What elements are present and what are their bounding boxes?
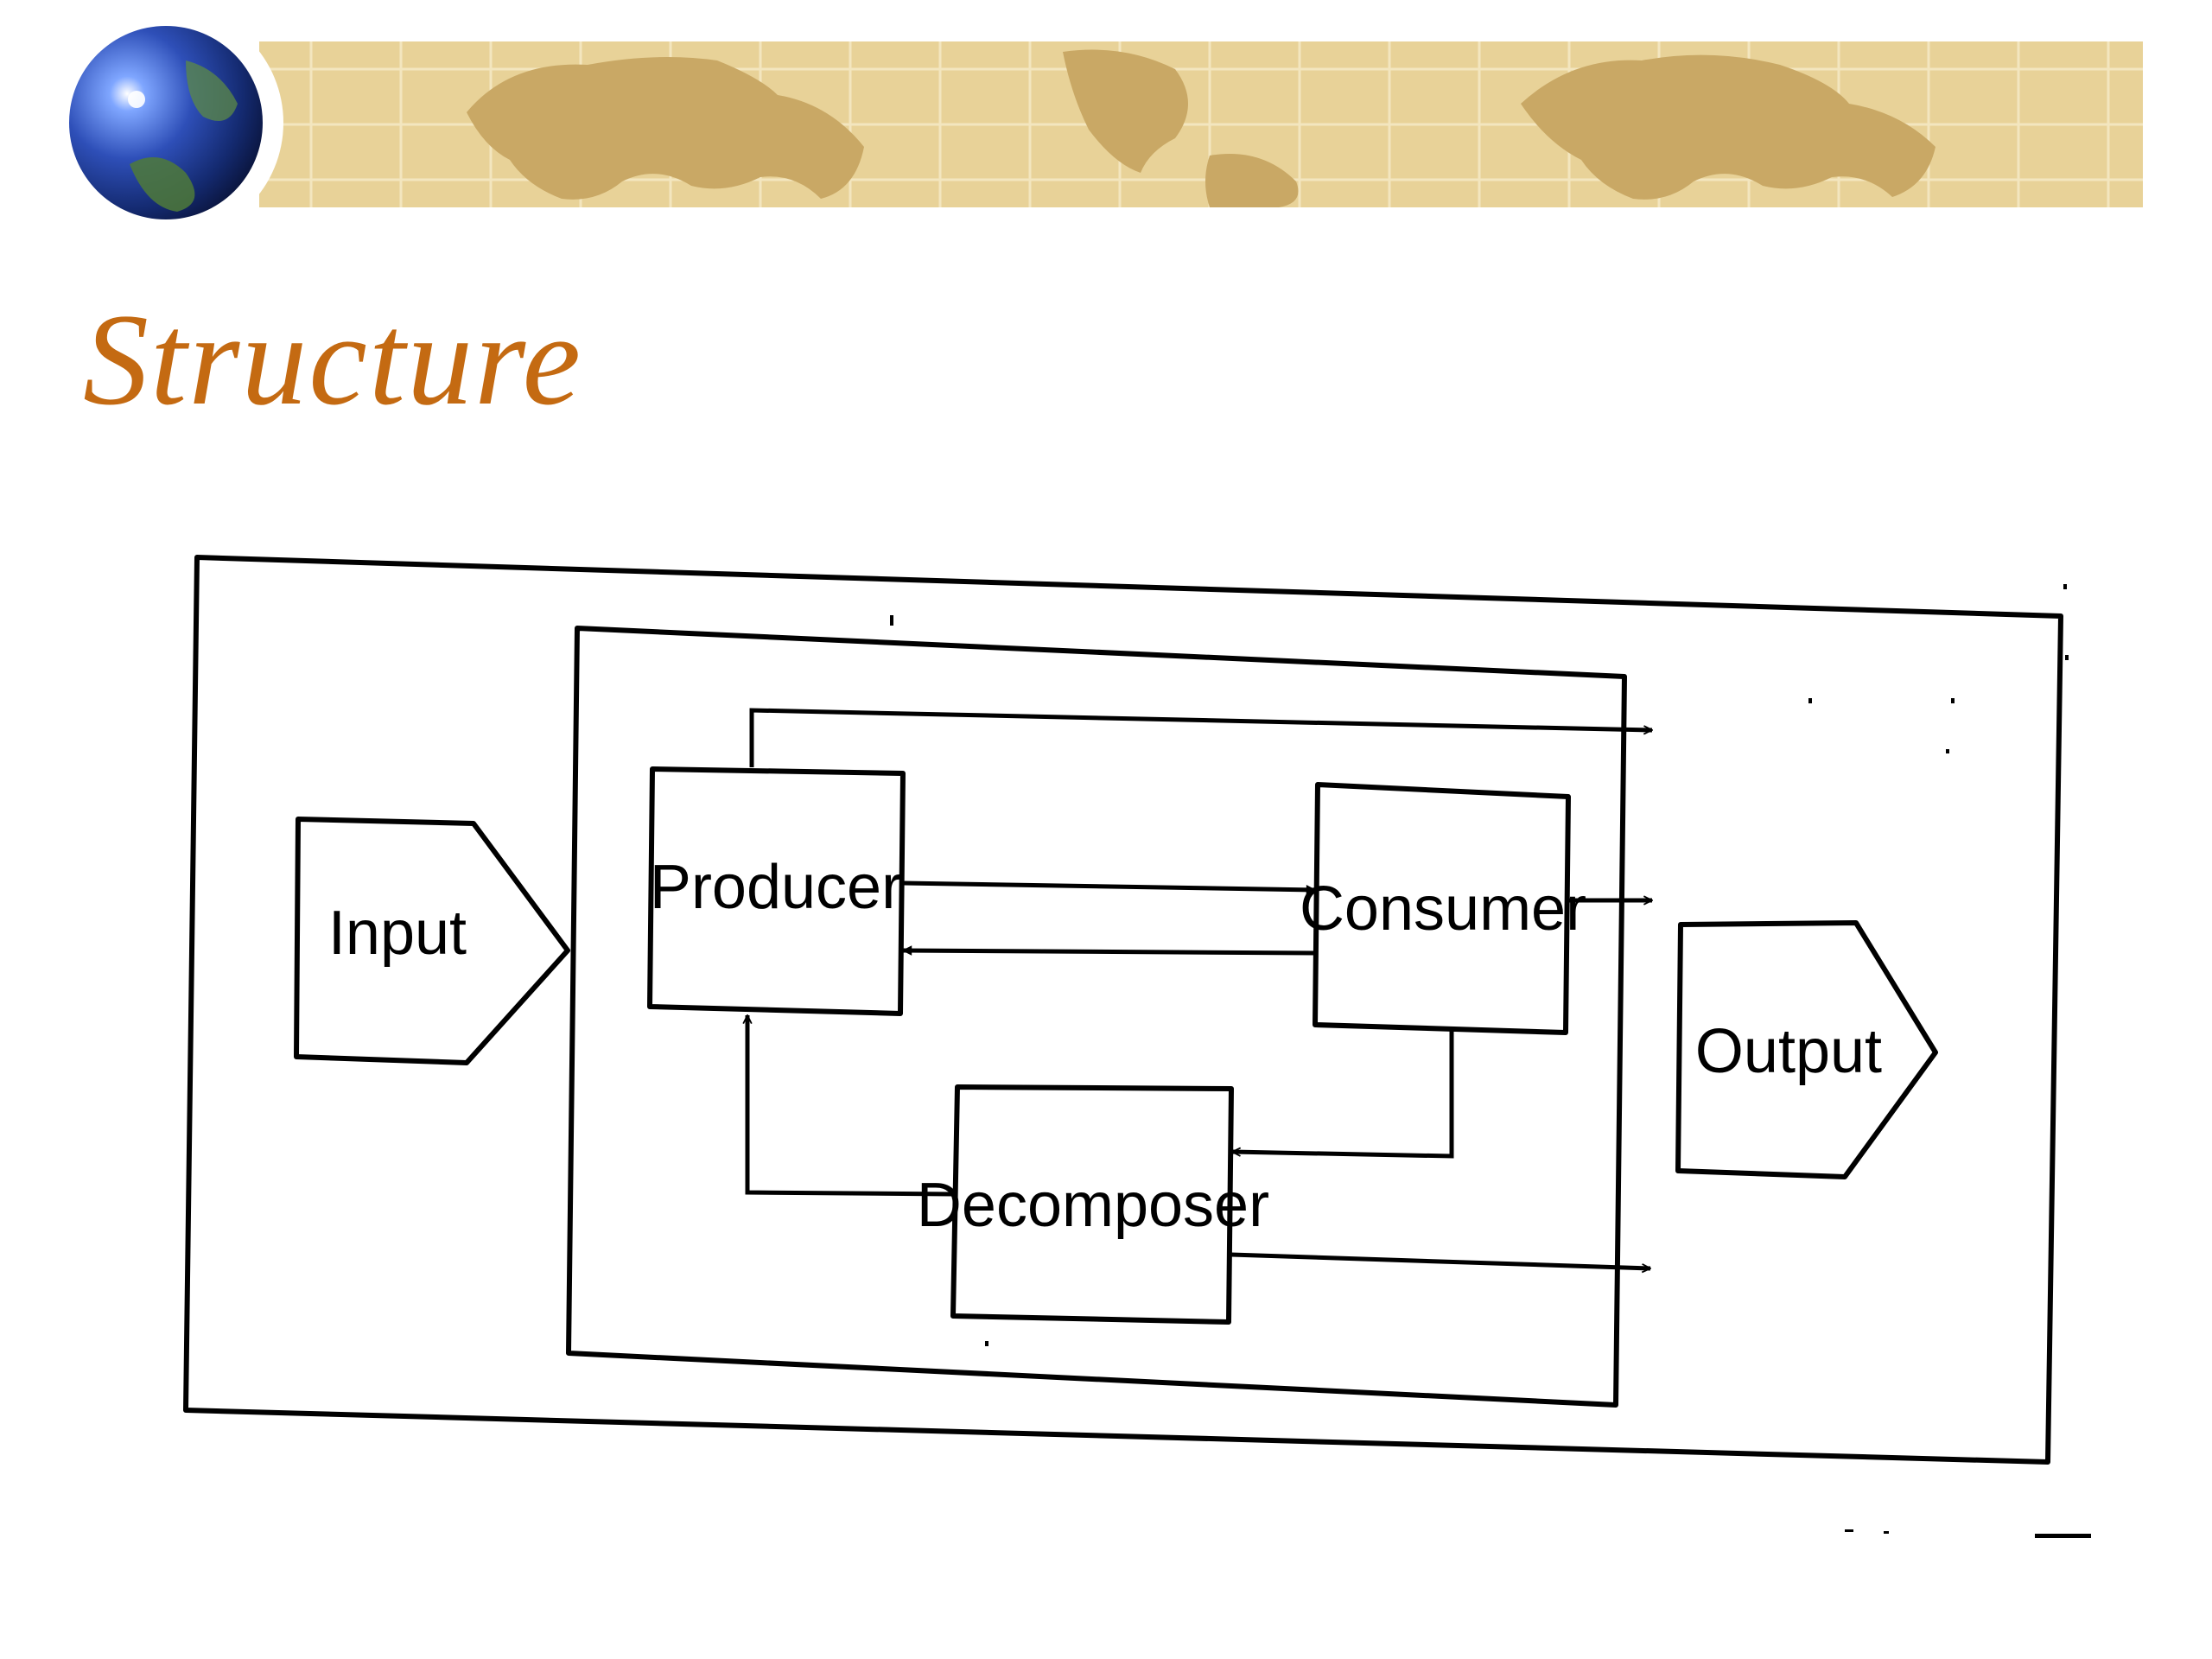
decomposer-export-arrow — [1230, 1252, 1650, 1268]
outer-boundary — [183, 555, 2063, 1465]
producer-to-consumer-arrow — [902, 880, 1315, 890]
producer-label: Producer — [650, 853, 902, 922]
scan-specks — [890, 584, 2091, 1538]
output-label: Output — [1695, 1017, 1882, 1086]
consumer-label: Consumer — [1300, 874, 1586, 944]
output-block — [1675, 920, 1938, 1179]
globe-icon — [48, 5, 283, 240]
decomposer-label: Decomposer — [917, 1171, 1269, 1240]
input-label: Input — [328, 899, 467, 968]
consumer-to-decomposer-arrow — [1232, 1030, 1454, 1159]
consumer-to-producer-arrow — [903, 950, 1316, 953]
producer-top-export-arrow — [749, 708, 1652, 767]
input-block — [294, 817, 570, 1065]
inner-boundary — [566, 626, 1627, 1408]
producer-block — [647, 766, 906, 1016]
consumer-block — [1313, 782, 1571, 1035]
slide-title: Structure — [83, 287, 583, 432]
decomposer-to-producer-arrow — [747, 1015, 954, 1197]
header-banner — [48, 5, 2143, 240]
map-strip — [259, 41, 2143, 207]
decomposer-block — [950, 1084, 1234, 1325]
structure-diagram: Input Producer Consumer Decomposer Outpu… — [183, 555, 2091, 1538]
